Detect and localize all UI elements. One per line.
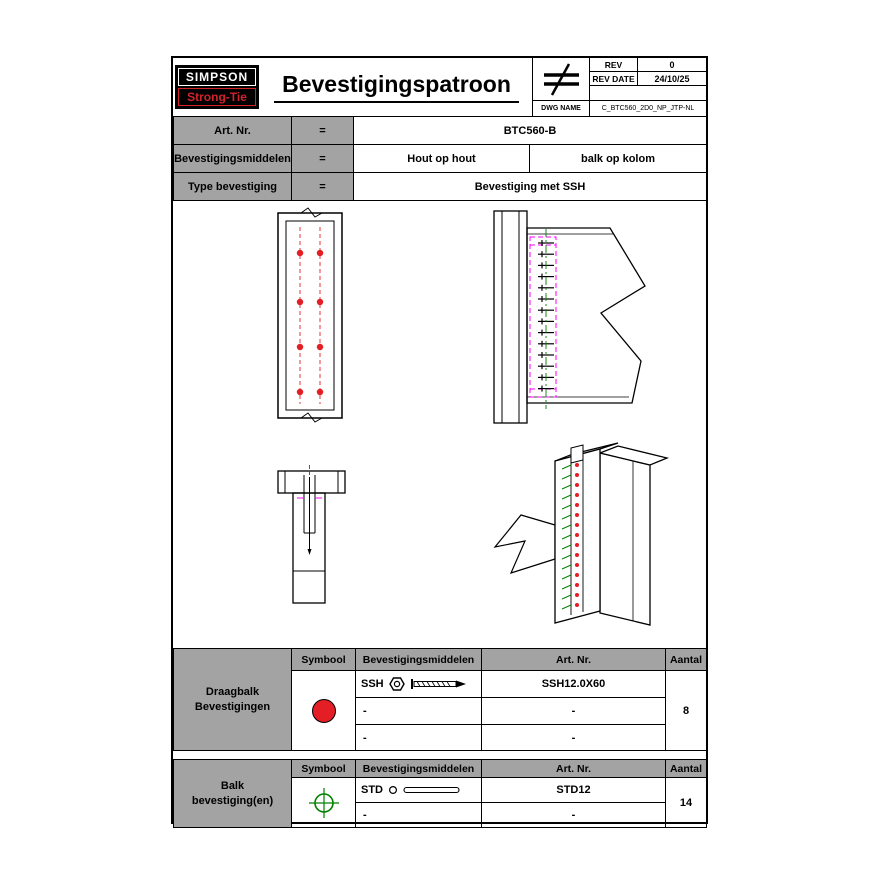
table1-fastener-cell: SSH <box>355 670 482 698</box>
middelen-value-2: balk op kolom <box>528 144 708 173</box>
info-row-artnr: Art. Nr. = BTC560-B <box>173 116 708 145</box>
table-gap <box>173 751 706 759</box>
table1-symbol-cell <box>291 670 356 751</box>
dwg-name-label: DWG NAME <box>533 101 590 116</box>
middelen-value-1: Hout op hout <box>353 144 530 173</box>
type-label: Type bevestiging <box>173 172 292 201</box>
section-view-drawing <box>277 465 346 604</box>
dwg-name-value: C_BTC560_2D0_NP_JTP-NL <box>601 105 695 112</box>
table2-header-row: Balk bevestiging(en) Symbool Bevestiging… <box>173 759 707 828</box>
ssh-fastener-dots <box>296 249 324 396</box>
sheet-frame: SIMPSON Strong-Tie Bevestigingspatroon R… <box>171 56 708 828</box>
iso-fastener-dots <box>575 463 579 607</box>
screw-icon <box>410 679 466 689</box>
table1-artnr-cell: SSH12.0X60 <box>481 670 666 698</box>
drawing-area <box>173 201 706 648</box>
isometric-view-drawing <box>493 442 670 626</box>
table1-row-2: - - <box>174 697 707 725</box>
draagbalk-fastener-table: Draagbalk Bevestigingen Symbool Bevestig… <box>173 648 707 751</box>
title-block: SIMPSON Strong-Tie Bevestigingspatroon R… <box>173 58 706 116</box>
dowel-side-icon <box>403 786 460 794</box>
projection-symbol-cell <box>533 58 590 101</box>
side-view-fasteners <box>538 240 554 392</box>
table2-artnr-cell: STD12 <box>481 777 666 803</box>
table1-header-middelen: Bevestigingsmiddelen <box>355 648 482 671</box>
table2-header-aantal: Aantal <box>665 759 707 778</box>
iso-screws-green <box>561 464 572 610</box>
simpson-strongtie-logo: SIMPSON Strong-Tie <box>175 65 259 109</box>
green-crosshair-symbol-icon <box>308 787 339 818</box>
table1-row-3: - - <box>174 724 707 751</box>
logo-strongtie-text: Strong-Tie <box>178 88 256 106</box>
table1-group-label: Draagbalk Bevestigingen <box>173 648 292 751</box>
type-equals: = <box>291 172 354 201</box>
middelen-equals: = <box>291 144 354 173</box>
rev-value: 0 <box>669 59 675 70</box>
page-title: Bevestigingspatroon <box>274 71 519 103</box>
table2-symbol-cell <box>291 777 356 828</box>
hidden-connector-outline <box>529 236 557 398</box>
rev-date-row: REV DATE 24/10/25 <box>590 72 706 86</box>
info-row-type: Type bevestiging = Bevestiging met SSH <box>173 172 708 201</box>
table1-aantal-value: 8 <box>665 670 707 751</box>
artnr-value: BTC560-B <box>352 116 708 145</box>
table1-header-art: Art. Nr. <box>481 648 666 671</box>
table2-fastener-cell: STD <box>355 777 482 803</box>
red-circle-symbol-icon <box>311 698 336 723</box>
not-equal-symbol-icon <box>544 63 579 96</box>
table2-row-2: - - <box>174 802 707 828</box>
rev-row: REV 0 <box>590 58 706 72</box>
logo-simpson-text: SIMPSON <box>178 68 256 86</box>
table2-aantal-value: 14 <box>665 777 707 828</box>
dowel-end-icon <box>388 785 398 795</box>
revision-block: REV 0 REV DATE 24/10/25 DWG NAME C_BTC56… <box>532 58 706 116</box>
table1-header-symbool: Symbool <box>291 648 356 671</box>
rev-date-value: 24/10/25 <box>654 73 690 84</box>
info-table: Art. Nr. = BTC560-B Bevestigingsmiddelen… <box>173 116 708 201</box>
rev-date-label: REV DATE <box>590 72 638 85</box>
balk-fastener-table: Balk bevestiging(en) Symbool Bevestiging… <box>173 759 707 828</box>
type-value: Bevestiging met SSH <box>352 172 708 201</box>
table2-header-art: Art. Nr. <box>481 759 666 778</box>
rev-label: REV <box>590 58 638 71</box>
info-row-middelen: Bevestigingsmiddelen = Hout op hout balk… <box>173 144 708 173</box>
table2-group-label: Balk bevestiging(en) <box>173 759 292 828</box>
artnr-equals: = <box>291 116 354 145</box>
front-view-drawing <box>277 207 343 423</box>
fastener-code: SSH <box>361 678 384 690</box>
table2-row-1: STD STD12 14 <box>174 777 707 828</box>
middelen-label: Bevestigingsmiddelen <box>173 144 292 173</box>
title-area: Bevestigingspatroon <box>261 58 532 116</box>
hex-head-icon <box>388 677 405 691</box>
table1-header-row: Draagbalk Bevestigingen Symbool Bevestig… <box>173 648 707 751</box>
logo: SIMPSON Strong-Tie <box>173 58 261 116</box>
table2-header-symbool: Symbool <box>291 759 356 778</box>
side-view-drawing <box>493 210 646 424</box>
fastener-code: STD <box>361 784 383 796</box>
dwg-name-row: DWG NAME C_BTC560_2D0_NP_JTP-NL <box>533 101 706 116</box>
artnr-label: Art. Nr. <box>173 116 292 145</box>
technical-drawings <box>277 207 670 626</box>
table1-header-aantal: Aantal <box>665 648 707 671</box>
rev-empty-cell <box>590 86 706 101</box>
table2-header-middelen: Bevestigingsmiddelen <box>355 759 482 778</box>
